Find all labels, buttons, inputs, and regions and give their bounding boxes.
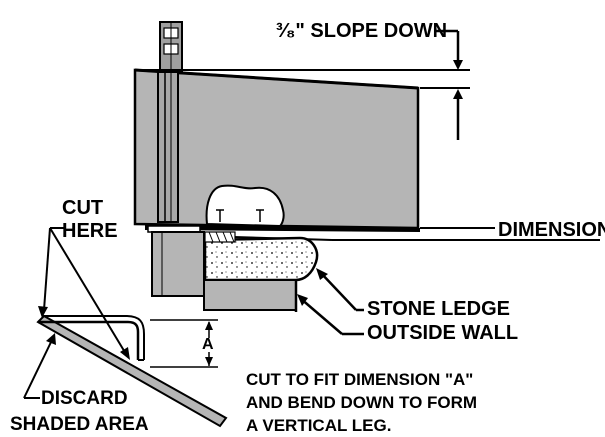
outside-wall [151,231,298,312]
outside-wall-label: OUTSIDE WALL [367,322,518,344]
shaded-area-label: SHADED AREA [10,414,149,435]
cut-flashing-piece [36,314,228,428]
discard-label: DISCARD [41,388,128,409]
dimension-a-label: DIMENSION "A" [498,219,605,241]
sill-stone [205,184,285,228]
dimension-a-leader [332,227,600,241]
instruction-line-1: CUT TO FIT DIMENSION "A" [246,370,473,389]
ledge-wall-leaders [297,268,364,336]
dim-a-letter: A [202,336,214,353]
instruction-line-3: A VERTICAL LEG. [246,416,391,435]
slope-label: ³⁄₈" SLOPE DOWN [276,20,447,42]
stone-ledge-label: STONE LEDGE [367,298,510,320]
mounting-bracket [159,21,183,73]
instruction-line-2: AND BEND DOWN TO FORM [246,393,477,412]
here-label: HERE [62,220,118,242]
cut-here-leaders [38,227,130,360]
cut-label: CUT [62,197,103,219]
discard-leader [23,333,56,399]
stone-ledge [203,231,319,282]
slope-indicator [135,29,470,140]
